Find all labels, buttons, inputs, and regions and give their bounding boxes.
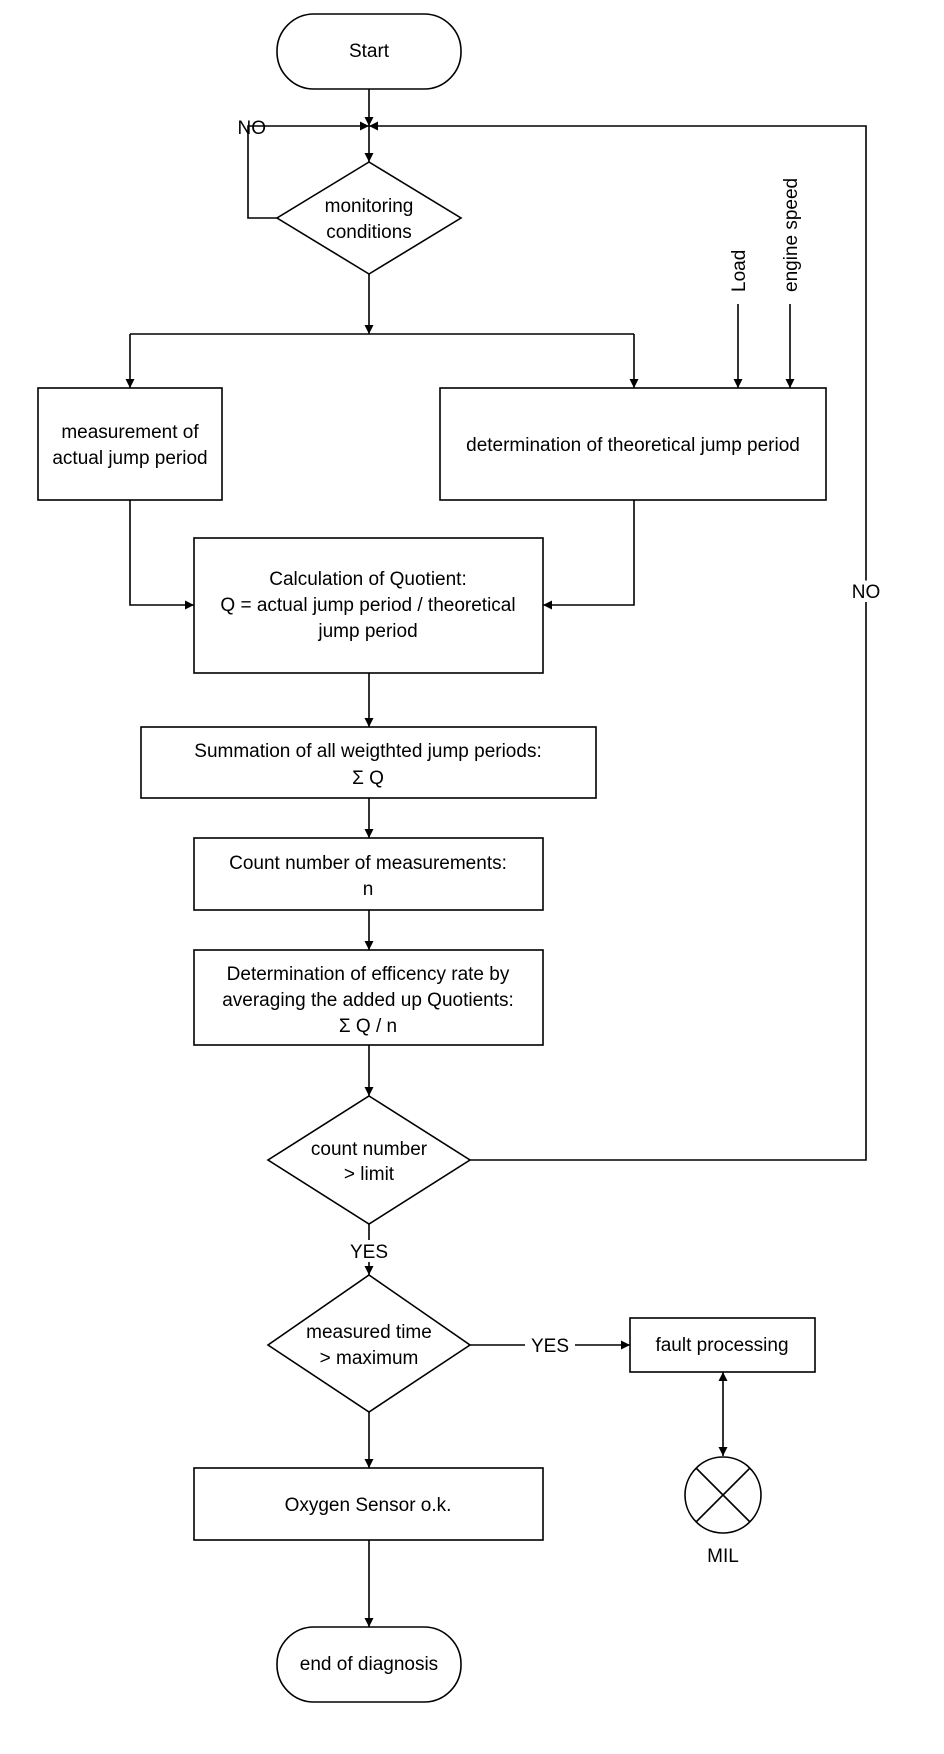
sensor-ok-label: Oxygen Sensor o.k. xyxy=(285,1495,452,1516)
count-label-line2: n xyxy=(363,879,374,900)
determination-theoretical-jump-period-box: determination of theoretical jump period xyxy=(439,387,827,501)
calc-label-line2: Q = actual jump period / theoretical xyxy=(220,595,515,616)
count-limit-label-line1: count number xyxy=(311,1139,428,1160)
count-limit-decision: count number > limit xyxy=(266,1095,472,1225)
monitoring-label-line2: conditions xyxy=(326,222,412,243)
arrow-determination-to-calc xyxy=(543,500,635,610)
mil-lamp-icon xyxy=(684,1456,762,1534)
fault-processing-box: fault processing xyxy=(629,1317,816,1373)
connectors xyxy=(125,89,867,1627)
oxygen-sensor-ok-box: Oxygen Sensor o.k. xyxy=(193,1467,544,1541)
calculation-quotient-box: Calculation of Quotient: Q = actual jump… xyxy=(193,537,544,674)
measurement-label-line1: measurement of xyxy=(61,422,199,443)
calc-label-line3: jump period xyxy=(317,621,417,642)
monitoring-conditions-decision: monitoring conditions xyxy=(275,161,463,275)
edge-label-yes-time: YES xyxy=(531,1336,569,1357)
arrow-count-limit-no-loop xyxy=(369,121,867,1161)
arrow-measurement-to-calc xyxy=(129,500,194,610)
measurement-label-line2: actual jump period xyxy=(52,448,207,469)
monitoring-label-line1: monitoring xyxy=(325,196,414,217)
start-node: Start xyxy=(276,13,462,90)
edge-label-no-top: NO xyxy=(238,118,267,139)
engine-speed-label: engine speed xyxy=(781,178,802,292)
efficiency-rate-box: Determination of efficency rate by avera… xyxy=(193,949,544,1046)
mil-label: MIL xyxy=(707,1546,739,1567)
measured-time-label-line1: measured time xyxy=(306,1322,432,1343)
calc-label-line1: Calculation of Quotient: xyxy=(269,569,467,590)
efficiency-label-line2: averaging the added up Quotients: xyxy=(222,990,514,1011)
count-measurements-box: Count number of measurements: n xyxy=(193,837,544,911)
summation-label-line2: Σ Q xyxy=(352,768,384,789)
determination-label: determination of theoretical jump period xyxy=(466,435,800,456)
end-label: end of diagnosis xyxy=(300,1654,438,1675)
measured-time-label-line2: > maximum xyxy=(320,1348,419,1369)
fault-label: fault processing xyxy=(655,1335,788,1356)
edge-label-no-right: NO xyxy=(852,582,881,603)
start-label: Start xyxy=(349,41,390,62)
summation-label-line1: Summation of all weigthted jump periods: xyxy=(194,741,541,762)
efficiency-label-line1: Determination of efficency rate by xyxy=(227,964,510,985)
measured-time-decision: measured time > maximum xyxy=(266,1274,472,1413)
edge-label-yes-limit: YES xyxy=(350,1242,388,1263)
arrow-monitoring-no-loop xyxy=(247,121,369,219)
measurement-actual-jump-period-box: measurement of actual jump period xyxy=(37,387,223,501)
count-label-line1: Count number of measurements: xyxy=(229,853,507,874)
count-limit-label-line2: > limit xyxy=(344,1164,395,1185)
summation-box: Summation of all weigthted jump periods:… xyxy=(140,726,597,799)
efficiency-label-line3: Σ Q / n xyxy=(339,1016,397,1037)
load-label: Load xyxy=(729,250,750,292)
end-node: end of diagnosis xyxy=(276,1626,462,1703)
